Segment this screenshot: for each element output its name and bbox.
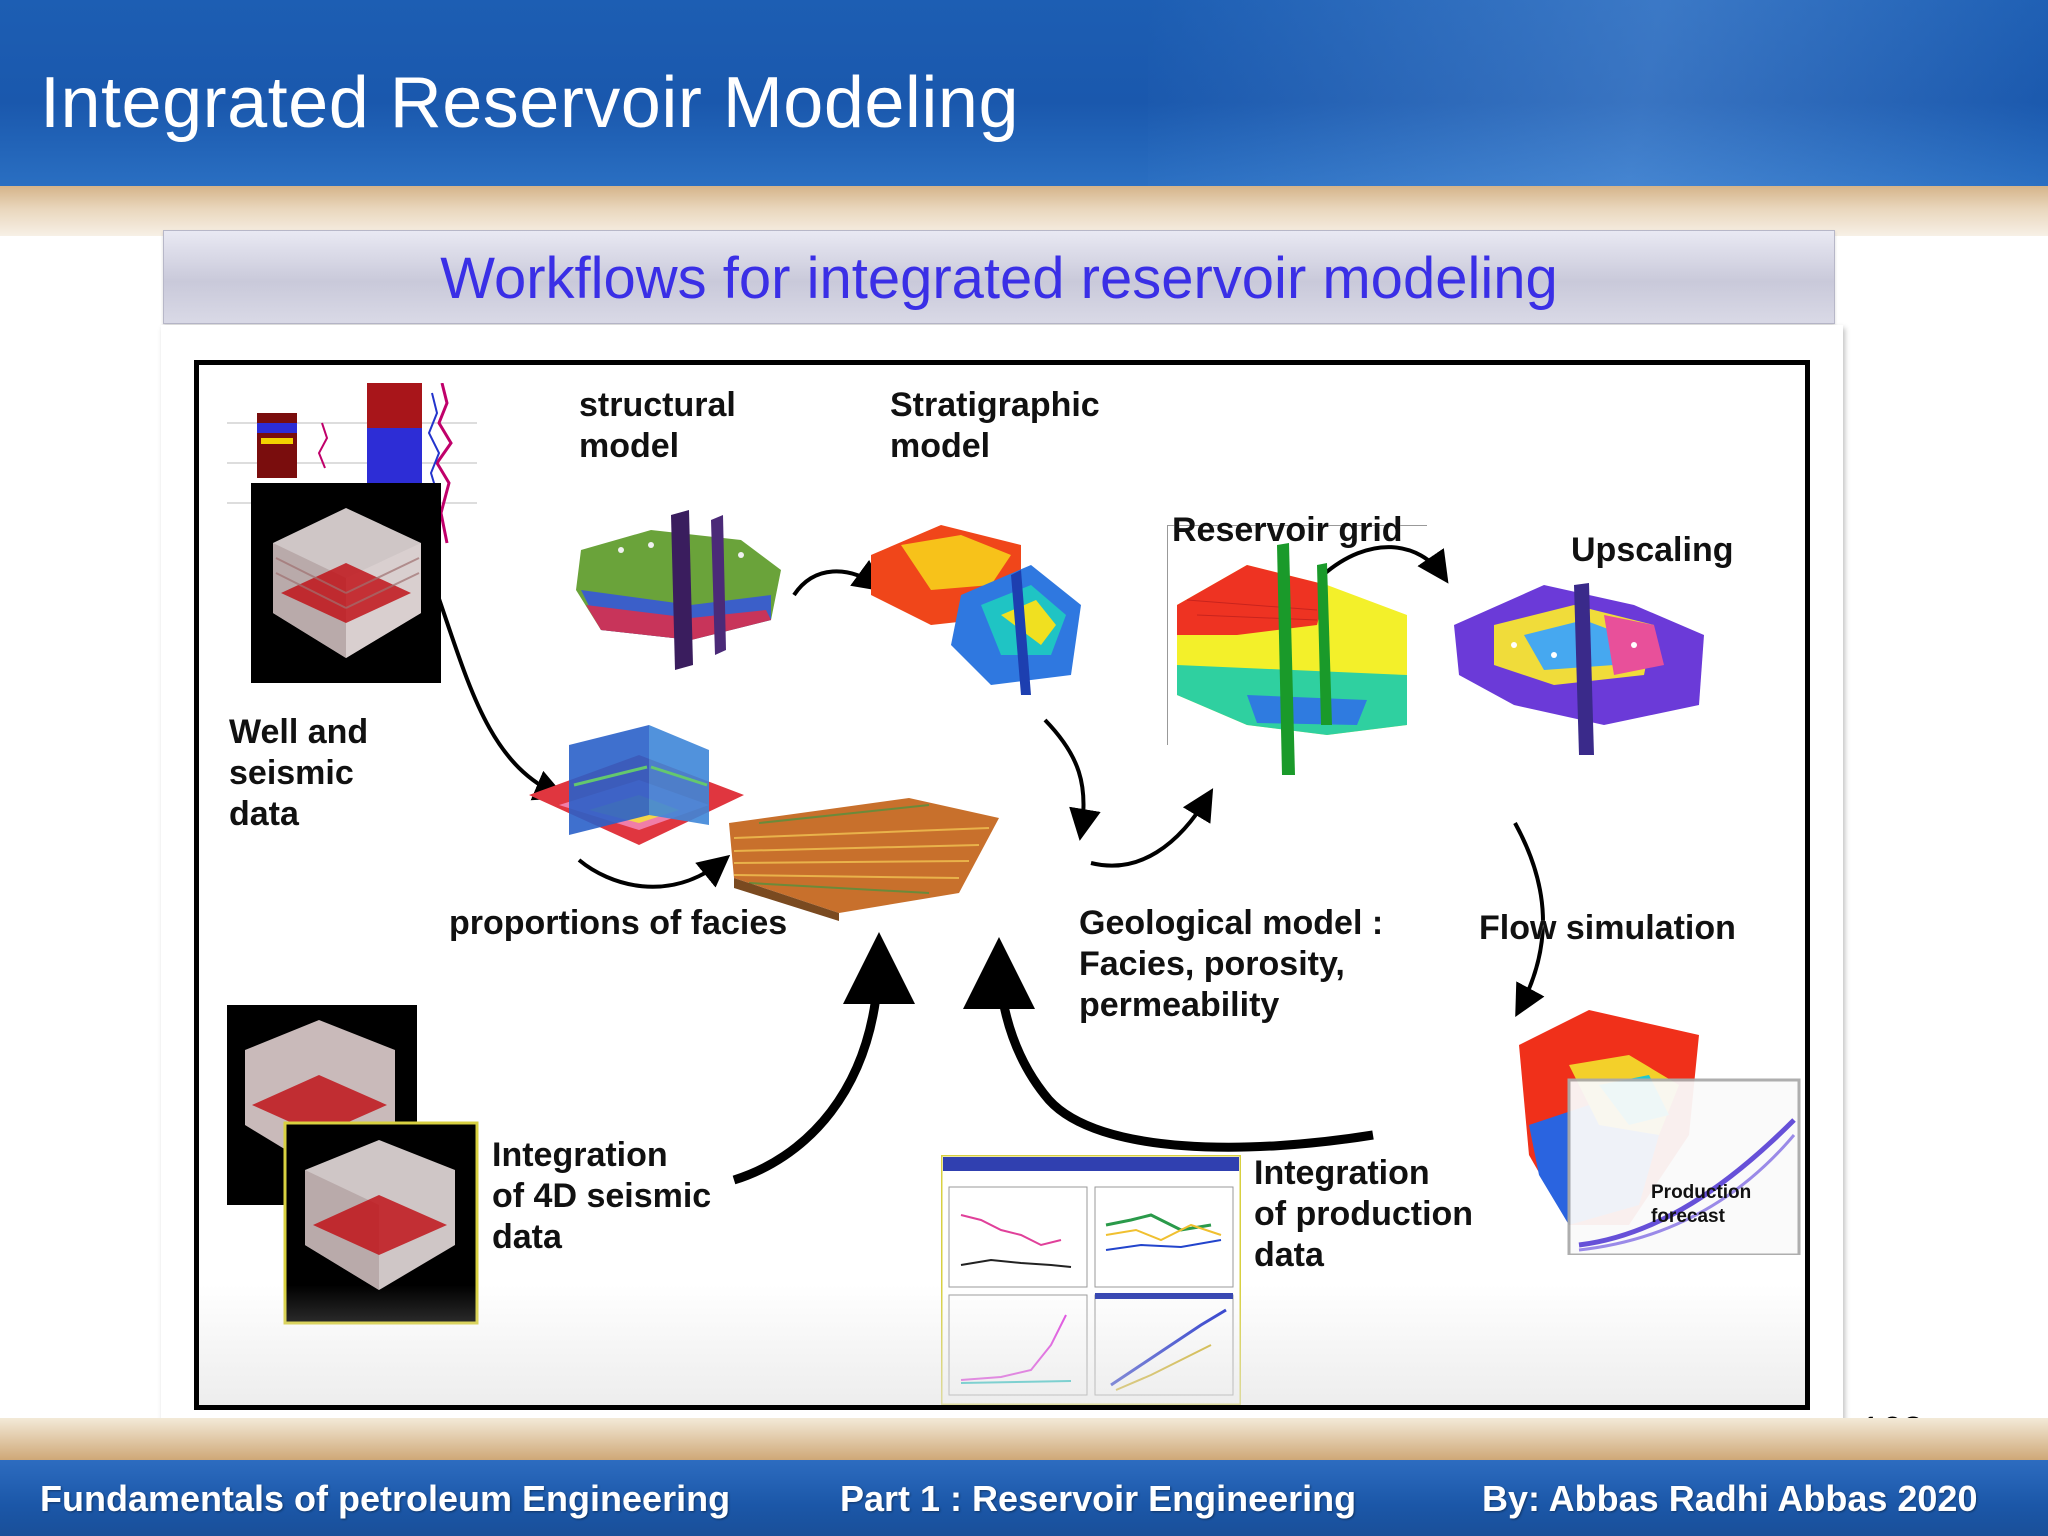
arrow-geomodel-to-grid xyxy=(1090,788,1214,868)
arrow-grid-to-upscaling xyxy=(1321,545,1449,584)
arrow-4d-seismic-to-geomodel xyxy=(732,932,915,1185)
footer-part: Part 1 : Reservoir Engineering xyxy=(840,1478,1357,1519)
facies-proportion-image xyxy=(529,725,744,845)
stratigraphic-model-image xyxy=(871,525,1081,695)
workflow-diagram: Well and seismic data structural model S… xyxy=(194,360,1810,1410)
upscaling-image xyxy=(1454,583,1704,755)
footer-course: Fundamentals of petroleum Engineering xyxy=(40,1478,731,1519)
footer-accent-bar xyxy=(0,1418,2048,1460)
label-upscaling: Upscaling xyxy=(1571,531,1734,569)
geological-model-image xyxy=(729,798,999,921)
reservoir-grid-image xyxy=(1167,525,1427,775)
label-reservoir-grid: Reservoir grid xyxy=(1172,511,1403,549)
label-structural-model: structural model xyxy=(579,386,736,465)
arrow-production-to-geomodel xyxy=(963,937,1374,1152)
production-data-charts xyxy=(941,1155,1241,1405)
label-well-seismic: Well and seismic data xyxy=(229,713,369,833)
slide-subtitle: Workflows for integrated reservoir model… xyxy=(440,246,1558,311)
footer-bar: Fundamentals of petroleum Engineering Pa… xyxy=(0,1460,2048,1536)
arrow-facies-to-geomodel xyxy=(577,854,731,889)
diagram-panel: Well and seismic data structural model S… xyxy=(161,325,1843,1440)
footer-author: By: Abbas Radhi Abbas 2020 xyxy=(1482,1478,1978,1519)
subtitle-banner: Workflows for integrated reservoir model… xyxy=(163,230,1835,324)
label-stratigraphic-model: Stratigraphic model xyxy=(890,386,1100,465)
label-production-forecast: Production forecast xyxy=(1651,1182,1752,1227)
workflow-arrows xyxy=(435,545,1545,1185)
label-production-data: Integration of production data xyxy=(1254,1154,1474,1274)
structural-model-image xyxy=(576,510,781,670)
header-accent-bar xyxy=(0,186,2048,236)
arrow-structural-to-stratigraphic xyxy=(792,559,886,597)
flow-simulation-image xyxy=(1519,1010,1801,1255)
4d-seismic-image xyxy=(227,1005,479,1325)
arrow-stratigraphic-to-geomodel xyxy=(1043,718,1101,841)
label-flow-simulation: Flow simulation xyxy=(1479,909,1736,947)
label-proportions-of-facies: proportions of facies xyxy=(449,904,788,942)
slide-title: Integrated Reservoir Modeling xyxy=(40,63,1020,143)
seismic-cube-image xyxy=(251,483,441,683)
label-4d-seismic: Integration of 4D seismic data xyxy=(492,1136,712,1256)
label-geological-model: Geological model : Facies, porosity, per… xyxy=(1079,904,1384,1024)
arrow-wells-to-facies xyxy=(435,592,567,801)
arrow-upscaling-to-flow xyxy=(1513,822,1545,1018)
title-bar xyxy=(0,0,2048,186)
